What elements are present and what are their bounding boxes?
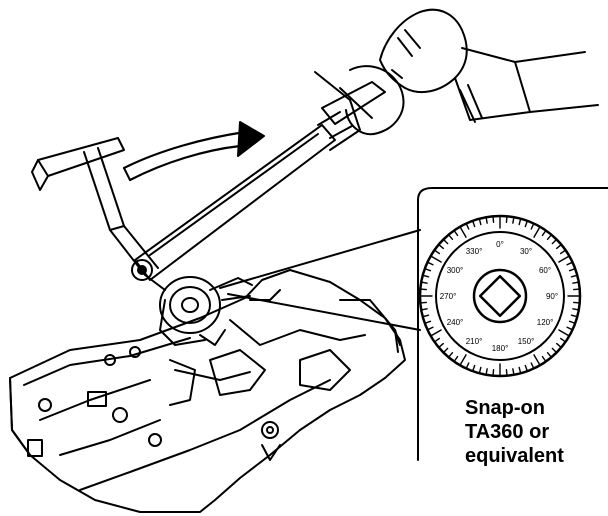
- dial-tick: [541, 355, 547, 363]
- dial-tick: [465, 362, 470, 370]
- dial-tick: [422, 314, 430, 318]
- engine-block: [9, 269, 406, 513]
- dial-label: 180°: [492, 344, 509, 353]
- dial-tick: [424, 320, 432, 325]
- dial-label: 60°: [539, 266, 551, 275]
- dial-tick: [424, 267, 432, 272]
- dial-tick: [541, 229, 547, 237]
- dial-label: 120°: [537, 318, 554, 327]
- dial-label: 210°: [466, 337, 483, 346]
- dial-tick: [426, 261, 434, 266]
- dial-tick: [568, 267, 576, 272]
- dial-tick: [512, 216, 515, 224]
- dial-tick: [453, 229, 459, 237]
- dial-tick: [433, 249, 441, 255]
- dial-tick: [447, 351, 454, 358]
- dial-tick: [533, 226, 541, 238]
- dial-label: 270°: [440, 292, 457, 301]
- dial-tick: [430, 329, 442, 337]
- dial-tick: [573, 301, 581, 304]
- dial-tick: [505, 369, 508, 377]
- dial-tick: [559, 337, 567, 343]
- dial-tick: [546, 351, 553, 358]
- dial-tick: [478, 218, 482, 226]
- dial-tick: [558, 255, 570, 263]
- dial-label: 330°: [466, 247, 483, 256]
- dial-tick: [459, 354, 467, 366]
- dial-tick: [433, 337, 441, 343]
- dial-tick: [471, 220, 476, 228]
- dial-tick: [530, 222, 535, 230]
- dial-tick: [551, 238, 558, 245]
- dial-tick: [573, 288, 581, 291]
- dial-tick: [558, 329, 570, 337]
- breaker-bar: [31, 137, 166, 291]
- dial-tick: [518, 366, 522, 374]
- dial-tick: [453, 355, 459, 363]
- dial-tick: [512, 368, 515, 376]
- dial-tick: [426, 326, 434, 331]
- hand-and-arm: [379, 8, 599, 123]
- dial-tick: [505, 215, 508, 223]
- dial-tick: [572, 308, 580, 311]
- dial-tick: [485, 216, 488, 224]
- dial-tick: [422, 274, 430, 278]
- dial-tick: [570, 274, 578, 278]
- dial-tick: [566, 326, 574, 331]
- dial-label: 30°: [520, 247, 532, 256]
- dial-tick: [572, 281, 580, 284]
- dial-tick: [420, 308, 428, 311]
- angle-dial: 0° 30° 60° 90° 120° 150° 180° 210° 240° 270° 300° 3…: [418, 214, 582, 378]
- dial-tick: [492, 215, 495, 223]
- dial-tick: [555, 342, 562, 349]
- rotation-arrow: [122, 121, 265, 182]
- dial-tick: [419, 301, 427, 304]
- dial-tick: [447, 234, 454, 241]
- callout-leader: [219, 229, 421, 331]
- dial-tick: [524, 364, 529, 372]
- torque-wrench: [131, 65, 405, 281]
- dial-tick: [568, 320, 576, 325]
- dial-tick: [485, 368, 488, 376]
- dial-tick: [570, 314, 578, 318]
- dial-tick: [420, 281, 428, 284]
- dial-tick: [419, 288, 427, 291]
- dial-label: 150°: [518, 337, 535, 346]
- inset-frame: [417, 187, 608, 461]
- caption-line-3: equivalent: [465, 445, 564, 467]
- dial-tick: [471, 364, 476, 372]
- dial-label: 90°: [546, 292, 558, 301]
- dial-tick: [546, 234, 553, 241]
- dial-tick: [518, 218, 522, 226]
- dial-label: 0°: [496, 240, 504, 249]
- dial-tick: [459, 226, 467, 238]
- dial-tick: [430, 255, 442, 263]
- dial-tick: [442, 238, 449, 245]
- tool-caption: Snap-on TA360 or equivalent: [465, 396, 605, 468]
- dial-tick: [530, 362, 535, 370]
- dial-tick: [566, 261, 574, 266]
- dial-tick: [492, 369, 495, 377]
- caption-line-2: TA360 or: [465, 421, 550, 443]
- angle-gauge-on-bolt: [159, 276, 253, 346]
- caption-line-1: Snap-on: [465, 397, 545, 419]
- dial-label: 300°: [447, 266, 464, 275]
- dial-tick: [555, 243, 562, 250]
- dial-tick: [478, 366, 482, 374]
- dial-tick: [465, 222, 470, 230]
- dial-label: 240°: [447, 318, 464, 327]
- dial-tick: [551, 347, 558, 354]
- dial-tick: [559, 249, 567, 255]
- dial-tick: [533, 354, 541, 366]
- dial-tick: [438, 342, 445, 349]
- dial-tick: [442, 347, 449, 354]
- dial-tick: [524, 220, 529, 228]
- dial-tick: [438, 243, 445, 250]
